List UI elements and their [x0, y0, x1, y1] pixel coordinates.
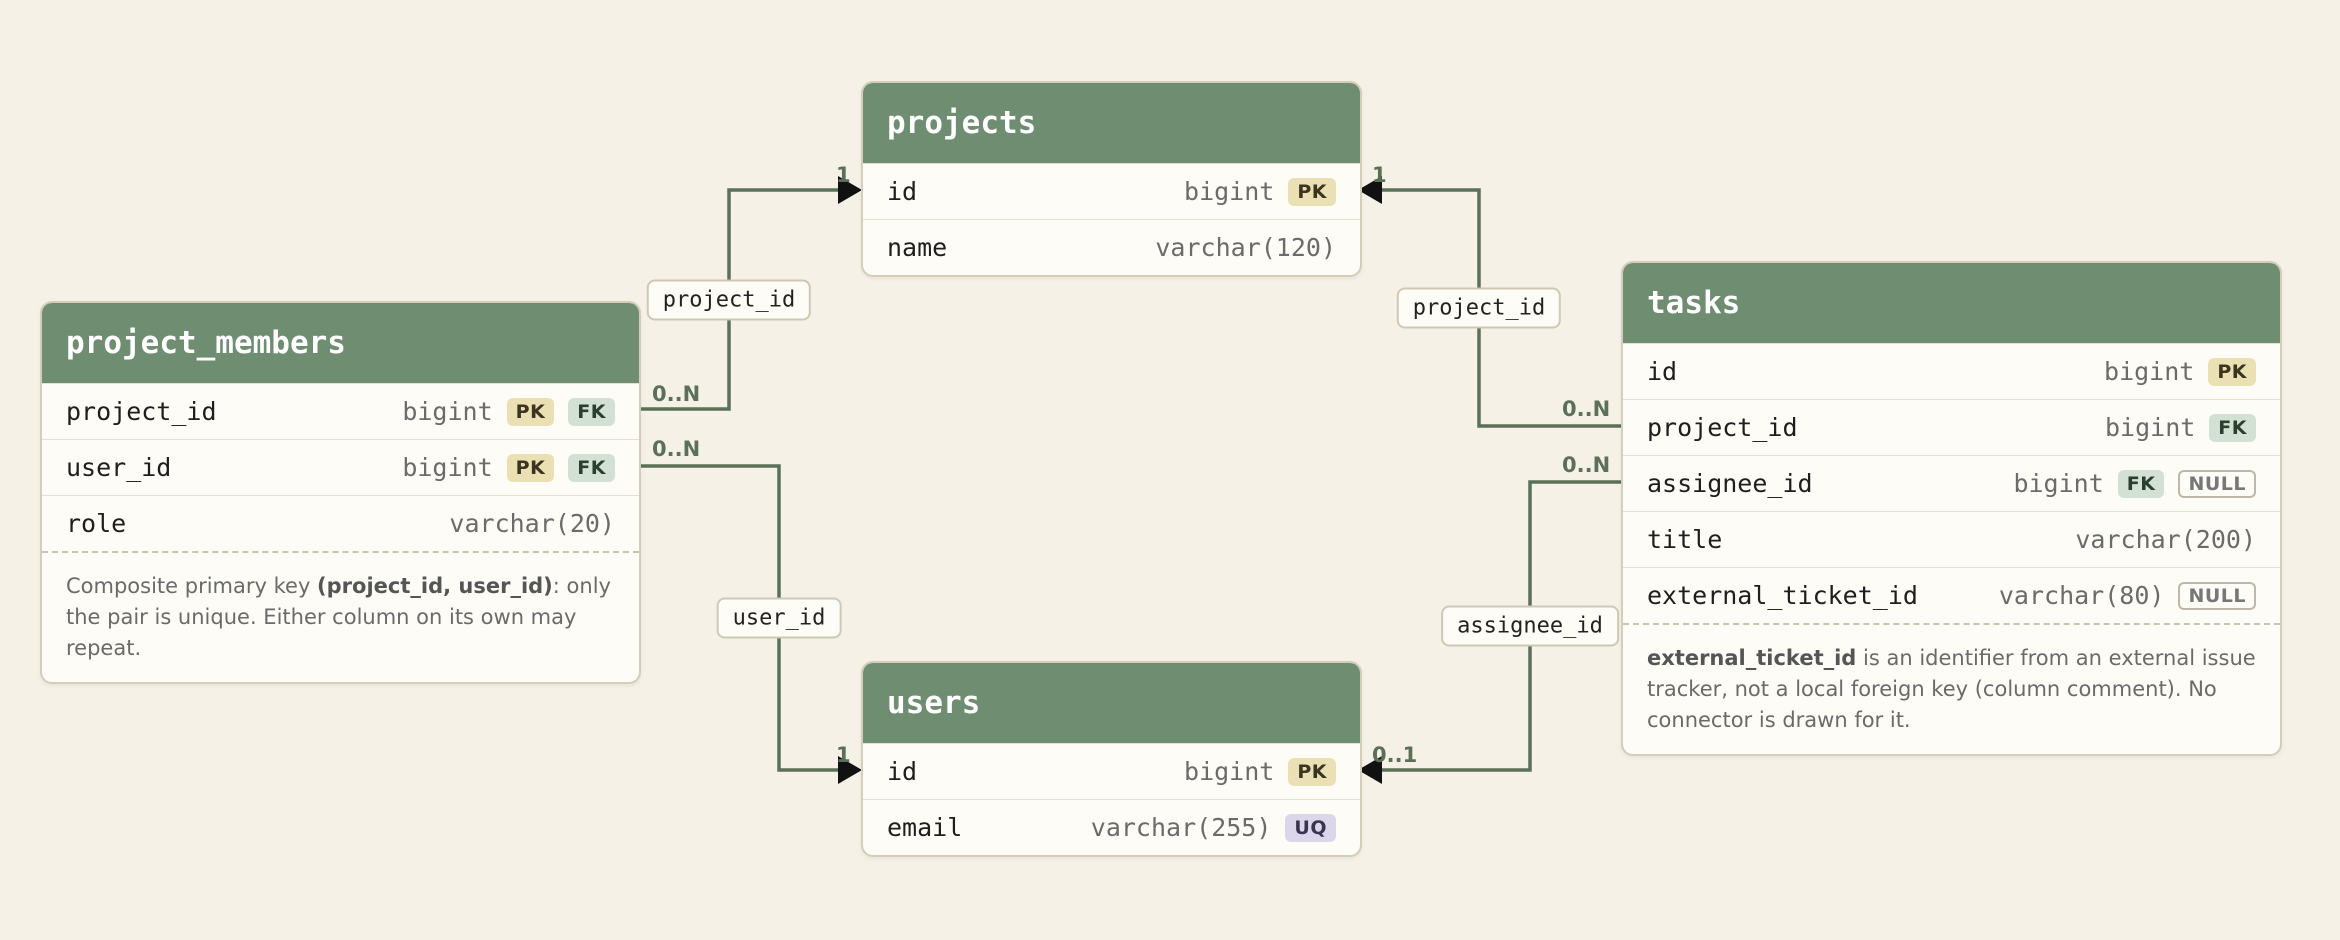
fk-badge: FK: [568, 453, 615, 482]
column-type: bigint: [1184, 757, 1275, 786]
column-type: bigint: [402, 397, 493, 426]
table-row[interactable]: id bigint PK: [863, 743, 1360, 799]
note-emphasis: external_ticket_id: [1647, 646, 1857, 670]
note-text: is an identifier from an external issue …: [1647, 646, 2256, 732]
table-title: users: [863, 663, 1360, 743]
column-type: varchar(255): [1090, 813, 1272, 842]
column-type: bigint: [2104, 357, 2195, 386]
pk-badge: PK: [1288, 177, 1336, 206]
null-badge: NULL: [2178, 469, 2256, 498]
table-note: external_ticket_id is an identifier from…: [1623, 623, 2280, 754]
column-type: varchar(80): [1998, 581, 2165, 610]
pk-badge: PK: [1288, 757, 1336, 786]
table-row[interactable]: external_ticket_id varchar(80) NULL: [1623, 567, 2280, 623]
table-users[interactable]: users id bigint PK email varchar(255) UQ: [861, 661, 1362, 857]
arrow-head-icon: [838, 176, 862, 204]
cardinality-label: 0..N: [652, 382, 700, 406]
edge-label-project-id: project_id: [1396, 287, 1562, 329]
column-type: varchar(20): [449, 509, 615, 538]
table-tasks[interactable]: tasks id bigint PK project_id bigint FK …: [1621, 261, 2282, 756]
table-title: project_members: [42, 303, 639, 383]
table-row[interactable]: assignee_id bigint FK NULL: [1623, 455, 2280, 511]
column-name: email: [887, 813, 963, 842]
column-name: id: [887, 177, 918, 206]
column-name: external_ticket_id: [1647, 581, 1918, 610]
table-row[interactable]: project_id bigint PK FK: [42, 383, 639, 439]
table-row[interactable]: title varchar(200): [1623, 511, 2280, 567]
column-name: name: [887, 233, 948, 262]
table-row[interactable]: name varchar(120): [863, 219, 1360, 275]
table-row[interactable]: id bigint PK: [1623, 343, 2280, 399]
table-row[interactable]: project_id bigint FK: [1623, 399, 2280, 455]
table-projects[interactable]: projects id bigint PK name varchar(120): [861, 81, 1362, 277]
null-badge: NULL: [2178, 581, 2256, 610]
edge-label-user-id: user_id: [716, 597, 842, 639]
column-name: title: [1647, 525, 1723, 554]
column-name: assignee_id: [1647, 469, 1813, 498]
table-row[interactable]: role varchar(20): [42, 495, 639, 551]
edge-label-assignee-id: assignee_id: [1441, 605, 1619, 647]
note-emphasis: (project_id, user_id): [317, 574, 553, 598]
column-type: bigint: [402, 453, 493, 482]
table-title: tasks: [1623, 263, 2280, 343]
cardinality-label: 1: [1372, 163, 1387, 187]
column-name: id: [1647, 357, 1678, 386]
column-type: varchar(200): [2075, 525, 2256, 554]
column-name: user_id: [66, 453, 172, 482]
column-name: project_id: [1647, 413, 1798, 442]
cardinality-label: 1: [836, 743, 851, 767]
table-project-members[interactable]: project_members project_id bigint PK FK …: [40, 301, 641, 684]
column-type: bigint: [2104, 413, 2196, 442]
cardinality-label: 1: [836, 163, 851, 187]
column-name: role: [66, 509, 127, 538]
cardinality-label: 0..N: [1562, 453, 1610, 477]
cardinality-label: 0..1: [1372, 743, 1417, 767]
fk-badge: FK: [2117, 469, 2165, 498]
uq-badge: UQ: [1285, 813, 1336, 842]
note-text: : only the pair is unique. Either column…: [66, 574, 611, 660]
arrow-head-icon: [838, 756, 862, 784]
column-name: project_id: [66, 397, 217, 426]
column-name: id: [887, 757, 918, 786]
table-note: Composite primary key (project_id, user_…: [42, 551, 639, 682]
column-type: bigint: [1184, 177, 1275, 206]
table-row[interactable]: email varchar(255) UQ: [863, 799, 1360, 855]
pk-badge: PK: [506, 453, 555, 482]
fk-badge: FK: [568, 397, 615, 426]
pk-badge: PK: [2208, 357, 2256, 386]
table-row[interactable]: id bigint PK: [863, 163, 1360, 219]
fk-badge: FK: [2209, 413, 2256, 442]
table-title: projects: [863, 83, 1360, 163]
cardinality-label: 0..N: [652, 437, 700, 461]
column-type: bigint: [2013, 469, 2104, 498]
edge-label-project-id: project_id: [646, 279, 812, 321]
pk-badge: PK: [506, 397, 555, 426]
note-text: Composite primary key: [66, 574, 318, 598]
table-row[interactable]: user_id bigint PK FK: [42, 439, 639, 495]
column-type: varchar(120): [1155, 233, 1336, 262]
cardinality-label: 0..N: [1562, 397, 1610, 421]
